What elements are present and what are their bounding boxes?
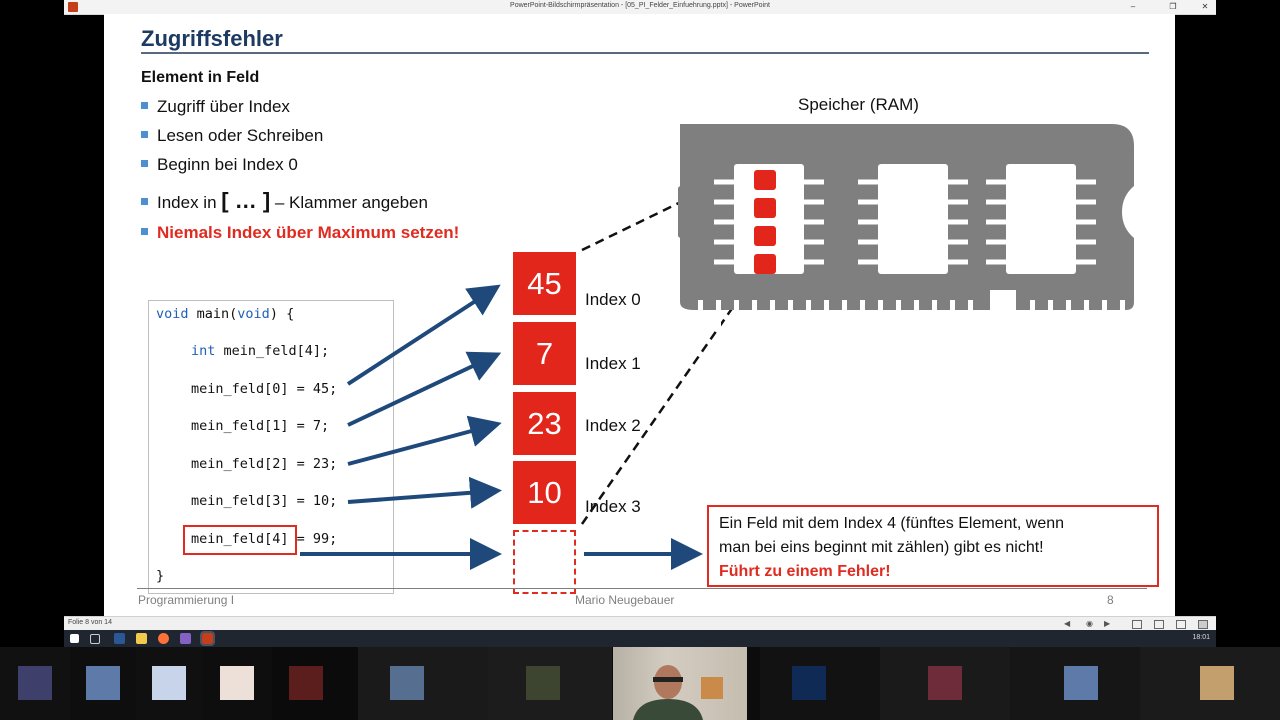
file-explorer-icon[interactable] — [136, 633, 147, 644]
next-icon[interactable]: ▶ — [1104, 619, 1111, 628]
code-line: mein_feld[3] = 10; — [191, 493, 338, 509]
presenter-video — [633, 665, 723, 720]
bullet-square-icon — [141, 131, 148, 139]
code-line: mein_feld[2] = 23; — [191, 456, 338, 472]
arrow-index-2 — [347, 415, 502, 466]
array-cell-missing — [513, 530, 576, 594]
diagram-connectors — [300, 167, 758, 570]
avatar — [18, 666, 52, 700]
index-label: Index 0 — [585, 290, 641, 309]
arrow-index-0 — [346, 284, 501, 386]
code-line: mein_feld[0] = 45; — [191, 381, 338, 397]
video-call-strip — [0, 647, 1280, 720]
restore-icon[interactable]: ❐ — [1169, 2, 1177, 11]
ram-module-illustration — [678, 124, 1143, 328]
participant-tile[interactable] — [358, 647, 488, 720]
bullet-square-icon — [141, 102, 148, 110]
firefox-icon[interactable] — [158, 633, 169, 644]
avatar — [928, 666, 962, 700]
participant-tile[interactable] — [136, 647, 202, 720]
footer-course: Programmierung I — [138, 593, 235, 607]
slideshow-icon[interactable] — [1198, 620, 1208, 629]
word-icon[interactable] — [114, 633, 125, 644]
footer-author: Mario Neugebauer — [575, 593, 675, 607]
status-bar: Folie 8 von 14 ◀ ◉ ▶ — [64, 616, 1216, 631]
array-cell: 45 — [513, 252, 576, 315]
code-line: } — [156, 568, 165, 584]
avatar — [526, 666, 560, 700]
participant-tile[interactable] — [880, 647, 1010, 720]
slide-sorter-icon[interactable] — [1154, 620, 1164, 629]
dashed-connector — [580, 273, 758, 525]
slide-counter: Folie 8 von 14 — [68, 619, 112, 626]
participant-tile[interactable] — [1140, 647, 1280, 720]
window-title: PowerPoint-Bildschirmpräsentation - [05_… — [510, 2, 770, 9]
note-line: Ein Feld mit dem Index 4 (fünftes Elemen… — [719, 515, 1065, 532]
bullet-square-icon — [141, 228, 148, 236]
subheading: Element in Feld — [141, 69, 260, 86]
code-line: void main(void) { — [156, 306, 295, 322]
avatar — [1200, 666, 1234, 700]
participant-tile[interactable] — [202, 647, 272, 720]
avatar — [792, 666, 826, 700]
index-label: Index 1 — [585, 354, 641, 373]
error-note: Ein Feld mit dem Index 4 (fünftes Elemen… — [707, 505, 1159, 587]
arrow-index-3 — [347, 476, 502, 509]
index-label: Index 3 — [585, 497, 641, 516]
powerpoint-icon — [68, 2, 78, 12]
visual-studio-icon[interactable] — [180, 633, 191, 644]
array-cell: 7 — [513, 322, 576, 385]
participant-tile[interactable] — [272, 647, 358, 720]
windows-taskbar: 18:01 — [64, 630, 1216, 647]
note-warning: Führt zu einem Fehler! — [719, 563, 891, 580]
windows-start-icon[interactable] — [70, 634, 79, 643]
avatar — [152, 666, 186, 700]
powerpoint-icon[interactable] — [200, 631, 215, 646]
arrow-index-1 — [347, 351, 502, 427]
participant-tile[interactable] — [0, 647, 70, 720]
taskbar-clock: 18:01 — [1192, 634, 1210, 641]
code-listing — [148, 300, 394, 594]
out-of-bounds-highlight — [183, 525, 297, 555]
participant-tile[interactable] — [488, 647, 612, 720]
title-divider — [141, 52, 1149, 54]
normal-view-icon[interactable] — [1132, 620, 1142, 629]
participant-tile[interactable] — [760, 647, 880, 720]
minimize-icon[interactable]: – — [1130, 2, 1136, 11]
bullet-item: Beginn bei Index 0 — [141, 155, 298, 175]
bullet-item-warning: Niemals Index über Maximum setzen! — [141, 223, 459, 243]
bullet-square-icon — [141, 198, 148, 206]
slide[interactable]: Zugriffsfehler Element in Feld Zugriff ü… — [104, 14, 1175, 616]
array-cell: 23 — [513, 392, 576, 455]
task-view-icon[interactable] — [90, 634, 100, 644]
avatar — [289, 666, 323, 700]
close-icon[interactable]: ✕ — [1201, 2, 1209, 11]
bullet-square-icon — [141, 160, 148, 168]
footer-page-number: 8 — [1107, 593, 1114, 607]
avatar — [1064, 666, 1098, 700]
bullet-item: Zugriff über Index — [141, 97, 290, 117]
webcam-video[interactable] — [613, 647, 747, 720]
slide-title: Zugriffsfehler — [141, 26, 283, 51]
avatar — [390, 666, 424, 700]
code-line: mein_feld[4] = 99; — [191, 531, 338, 547]
menu-icon[interactable]: ◉ — [1086, 619, 1093, 628]
note-line: man bei eins beginnt mit zählen) gibt es… — [719, 539, 1044, 556]
bullet-item: Lesen oder Schreiben — [141, 126, 323, 146]
reading-view-icon[interactable] — [1176, 620, 1186, 629]
bullet-item: Index in [ … ] – Klammer angeben — [141, 188, 428, 214]
participant-tile[interactable] — [70, 647, 136, 720]
code-line: mein_feld[1] = 7; — [191, 418, 330, 434]
footer-divider — [137, 588, 1147, 589]
index-label: Index 2 — [585, 416, 641, 435]
avatar — [220, 666, 254, 700]
code-line: int mein_feld[4]; — [191, 343, 330, 359]
previous-icon[interactable]: ◀ — [1064, 619, 1071, 628]
array-cell: 10 — [513, 461, 576, 524]
avatar — [86, 666, 120, 700]
window-titlebar: PowerPoint-Bildschirmpräsentation - [05_… — [64, 0, 1216, 15]
ram-label: Speicher (RAM) — [798, 95, 919, 114]
participant-tile[interactable] — [1010, 647, 1140, 720]
